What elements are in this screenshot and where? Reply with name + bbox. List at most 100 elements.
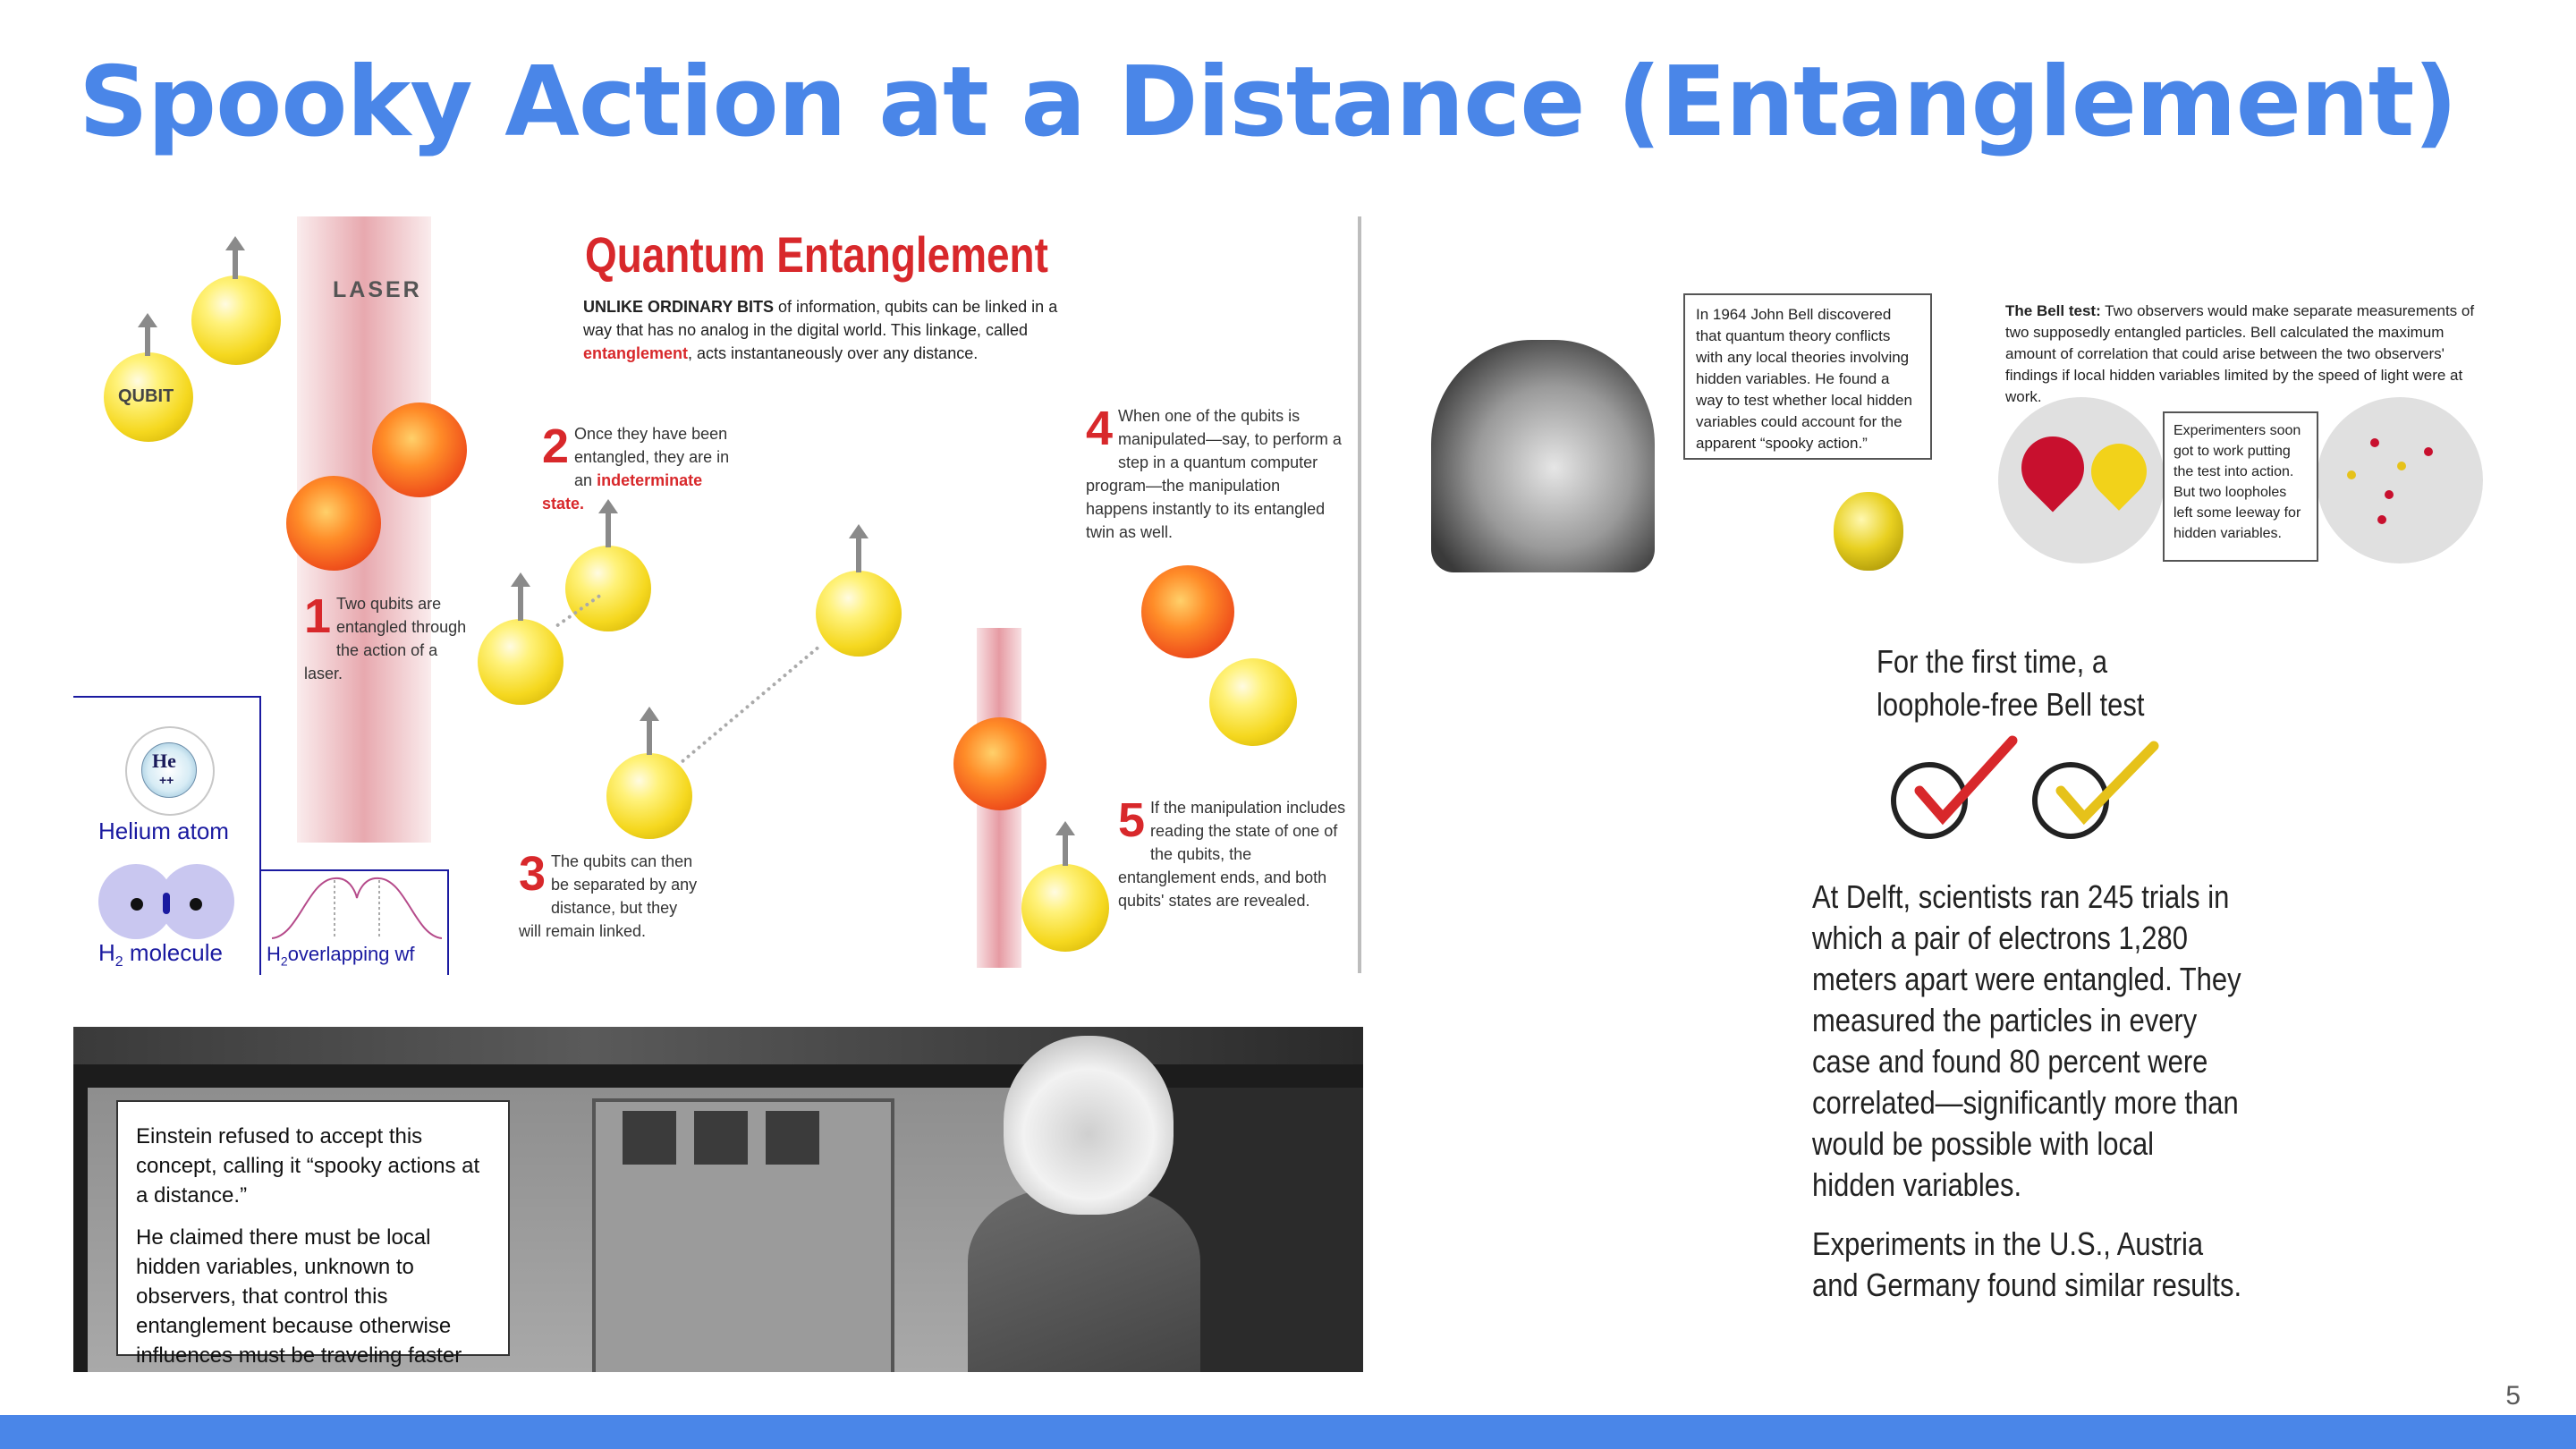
panel-divider: [1358, 216, 1361, 973]
qubit-ball: [1021, 864, 1109, 952]
helium-inset-frame: [73, 696, 261, 975]
intro-tail: , acts instantaneously over any distance…: [688, 344, 979, 362]
einstein-caption-box: Einstein refused to accept this concept,…: [116, 1100, 510, 1368]
qubit-ball: [816, 571, 902, 657]
entangled-twin-ball: [1141, 565, 1234, 658]
infographic-title: Quantum Entanglement: [585, 226, 1048, 283]
bell-infographic: In 1964 John Bell discovered that quantu…: [1431, 286, 2496, 581]
wavefunction-label: H2overlapping wf: [267, 943, 415, 968]
intro-highlight: entanglement: [583, 344, 689, 362]
qubit-ball: [191, 275, 281, 365]
particle-dot-icon: [2397, 462, 2406, 470]
john-bell-portrait: [1431, 340, 1655, 572]
step-text: When one of the qubits is manipulated—sa…: [1086, 407, 1342, 541]
step-number: 1: [304, 589, 332, 643]
helium-charge: ++: [159, 773, 174, 787]
bell-test-description: The Bell test: Two observers would make …: [2005, 301, 2496, 408]
step-number: 3: [519, 847, 547, 901]
experimenters-box: Experimenters soon got to work putting t…: [2163, 411, 2318, 562]
step-highlight: indeterminate state.: [542, 471, 703, 513]
infographic-intro: UNLIKE ORDINARY BITS of information, qub…: [583, 295, 1084, 365]
intro-lead: UNLIKE ORDINARY BITS: [583, 298, 775, 316]
apple-icon: [1834, 492, 1903, 571]
delft-paragraph-1: At Delft, scientists ran 245 trials in w…: [1812, 878, 2241, 1203]
wf-label-sub: 2: [280, 953, 288, 969]
particle-dot-icon: [2385, 490, 2394, 499]
electron-icon: [190, 898, 202, 911]
wf-label-main: H: [267, 943, 281, 965]
entangled-qubit-ball: [372, 402, 467, 497]
delft-paragraph-2: Experiments in the U.S., Austria and Ger…: [1812, 1225, 2242, 1303]
delft-heading: For the first time, a loophole-free Bell…: [1877, 643, 2145, 723]
step-number: 2: [542, 419, 570, 473]
einstein-comic-panel: Einstein refused to accept this concept,…: [73, 1027, 1363, 1372]
particle-dot-icon: [2347, 470, 2356, 479]
helium-atom-label: Helium atom: [98, 818, 229, 844]
comic-top-strip: [73, 1027, 1363, 1064]
helium-symbol: He: [152, 750, 176, 772]
entanglement-chain: [680, 645, 820, 764]
door-pane: [694, 1111, 748, 1165]
einstein-paragraph-1: Einstein refused to accept this concept,…: [136, 1124, 480, 1208]
page-number: 5: [2505, 1381, 2521, 1411]
helium-nucleus-icon: [141, 742, 197, 798]
step-text: If the manipulation includes reading the…: [1118, 799, 1346, 910]
qubit-label: QUBIT: [118, 386, 174, 406]
delft-body: At Delft, scientists ran 245 trials in w…: [1812, 877, 2243, 1324]
entangled-qubit-ball: [286, 476, 381, 571]
laser-label: LASER: [333, 277, 422, 302]
door-pane: [623, 1111, 676, 1165]
bell-test-lead: The Bell test:: [2005, 302, 2101, 319]
spin-arrow-icon: [849, 524, 869, 572]
door-pane: [766, 1111, 819, 1165]
einstein-portrait: [1004, 1036, 1174, 1215]
einstein-paragraph-2: He claimed there must be local hidden va…: [136, 1225, 462, 1368]
step-number: 4: [1086, 402, 1114, 455]
qubit-ball: [565, 546, 651, 631]
wavefunction-inset-frame: [259, 869, 449, 975]
bell-test-text: Two observers would make separate measur…: [2005, 302, 2475, 405]
particle-dot-icon: [2424, 447, 2433, 456]
wavefunction-curve-icon: [272, 877, 442, 939]
proton-pair-icon: [163, 893, 170, 914]
qubit-ball: [1209, 658, 1297, 746]
helium-orbit-icon: [125, 726, 215, 816]
slide-title: Spooky Action at a Distance (Entanglemen…: [79, 47, 2458, 158]
bell-quote-box: In 1964 John Bell discovered that quantu…: [1683, 293, 1932, 460]
quantum-entanglement-infographic: LASER QUBIT Quantum Entanglement UNLIKE …: [73, 216, 1363, 975]
h2-label-main: H: [98, 939, 115, 966]
wf-label-rest: overlapping wf: [287, 943, 415, 965]
spin-arrow-icon: [511, 572, 530, 621]
spin-arrow-icon: [640, 707, 659, 755]
step-text: Once they have been entangled, they are …: [574, 425, 730, 489]
particle-dot-icon: [2377, 515, 2386, 524]
h2-label-sub: 2: [114, 954, 123, 970]
spin-arrow-icon: [1055, 821, 1075, 866]
step-text: The qubits can then be separated by any …: [519, 852, 698, 940]
spin-arrow-icon: [138, 313, 157, 356]
bottom-accent-bar: [0, 1415, 2576, 1449]
observer-circle: [2317, 397, 2483, 564]
step-text: Two qubits are entangled through the act…: [304, 595, 467, 682]
door-illustration: [592, 1098, 894, 1372]
intro-text: of information, qubits can be linked in …: [583, 298, 1058, 339]
h2-molecule-label: H2 molecule: [98, 939, 223, 970]
particle-dot-icon: [2370, 438, 2379, 447]
qubit-ball: [606, 753, 692, 839]
checkmark-circle: [1891, 762, 1968, 839]
red-check-icon: [1914, 735, 2018, 826]
electron-icon: [131, 898, 143, 911]
spin-arrow-icon: [598, 499, 618, 547]
spin-arrow-icon: [225, 236, 245, 279]
qubit-ball: [478, 619, 564, 705]
yellow-check-icon: [2055, 741, 2159, 826]
step-number: 5: [1118, 793, 1146, 847]
qubit-ball: [104, 352, 193, 442]
manipulated-qubit-ball: [953, 717, 1046, 810]
h2-label-rest: molecule: [123, 939, 223, 966]
